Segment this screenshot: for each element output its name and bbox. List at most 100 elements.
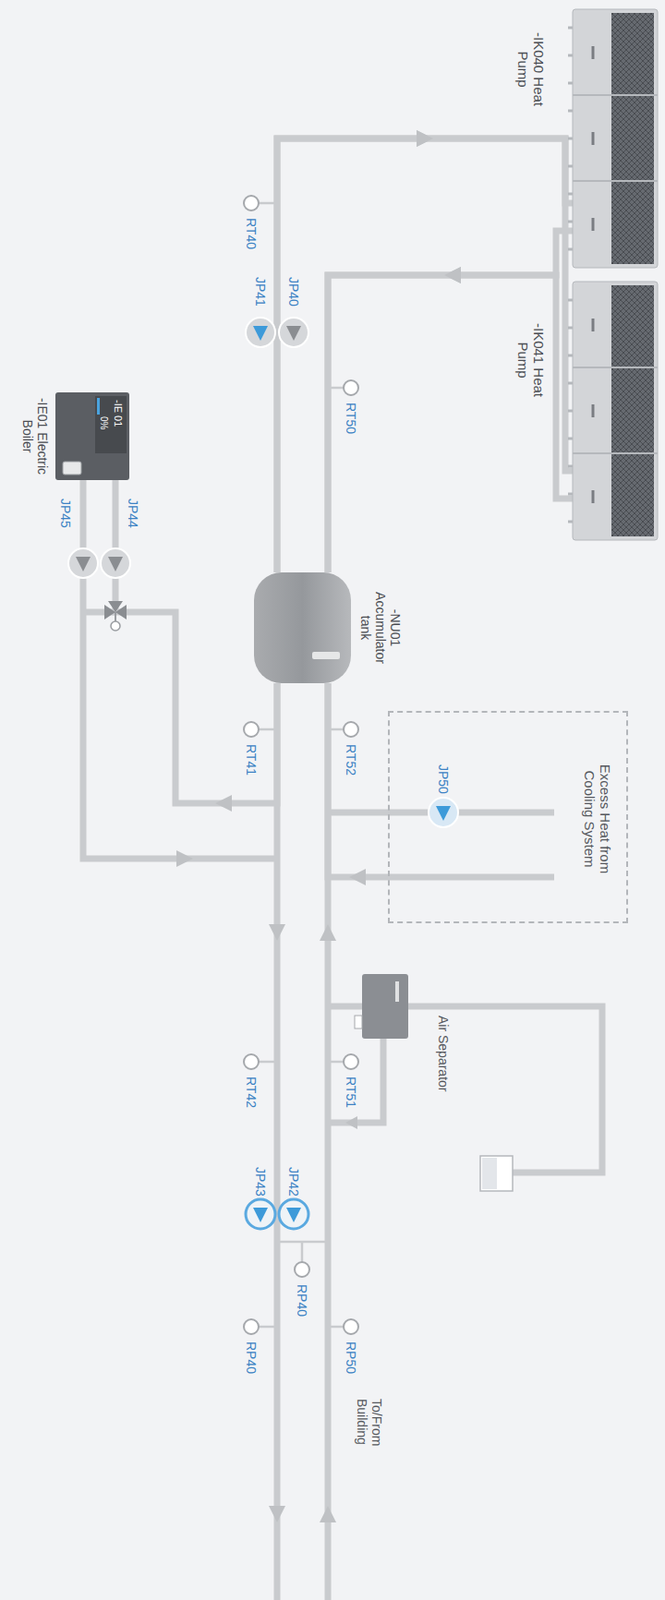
air-separator: Air Separator — [362, 974, 409, 1040]
boiler-bar — [96, 398, 100, 415]
valve-line — [114, 612, 117, 622]
node-label: -IE 01 — [111, 399, 124, 427]
electric-boiler: -IE 010%-IE01 Electric Boiler — [55, 392, 130, 481]
flow-arrow — [215, 795, 232, 812]
tag-label: JP42 — [286, 1167, 302, 1197]
pipe — [274, 683, 281, 1600]
pipe-connector — [277, 138, 573, 573]
heat-pump-stub — [568, 382, 573, 386]
heat-pump-stub — [568, 220, 573, 224]
temperature-sensor — [343, 1054, 359, 1070]
node-label: Air Separator — [435, 1015, 451, 1092]
boiler-switch — [62, 461, 82, 475]
flow-arrow — [319, 924, 337, 942]
heat-pump-unit — [572, 9, 658, 268]
tag-label: RT50 — [343, 402, 359, 435]
pipe-connector — [327, 683, 388, 878]
heat-pump-stub — [568, 26, 573, 30]
pipe-connector-group — [327, 266, 573, 573]
pipe-connector-group — [277, 130, 573, 573]
pipe-connector — [277, 138, 573, 573]
temperature-sensor — [343, 1319, 359, 1335]
temperature-sensor — [243, 722, 259, 738]
flow-arrow — [444, 266, 461, 284]
temperature-sensor — [243, 195, 259, 211]
heat-pump: -IK040 Heat Pump — [572, 9, 658, 268]
pipe-connector-group — [115, 480, 278, 812]
three-way-valve — [104, 601, 127, 631]
pump-symbol — [245, 317, 276, 348]
vessel-body — [480, 1156, 513, 1192]
heat-pump-stub — [568, 437, 573, 441]
electric-boiler — [55, 392, 130, 481]
flow-arrow — [349, 869, 366, 886]
heat-pump-stub — [568, 109, 573, 113]
accumulator-tank — [253, 572, 351, 684]
pipe-connector — [327, 275, 573, 573]
heat-pump-divider — [572, 367, 658, 454]
node-label: -NU01 Accumulator tank — [358, 583, 403, 673]
node-label: -IK041 Heat Pump — [515, 314, 548, 407]
tag-label: RP40 — [294, 1284, 310, 1318]
pump-symbol — [278, 317, 309, 348]
expansion-vessel — [480, 1156, 513, 1192]
node-label: 0% — [98, 416, 110, 430]
heat-pump-stub — [568, 193, 573, 196]
valve-actuator — [110, 621, 121, 631]
temperature-sensor — [243, 195, 359, 1335]
pump-symbol — [278, 317, 309, 348]
pipe — [327, 1039, 384, 1124]
flow-arrow — [268, 924, 286, 942]
tag-label: RT42 — [243, 1076, 259, 1109]
pump-symbol — [108, 556, 123, 572]
pump-symbol — [245, 1199, 276, 1230]
flow-arrow — [416, 130, 434, 147]
pipe — [83, 480, 278, 859]
temperature-sensor — [294, 1262, 310, 1278]
pump-symbol — [245, 1199, 276, 1230]
heat-pump-stub — [568, 520, 573, 524]
pump-symbol — [100, 548, 131, 579]
tag-label: JP45 — [58, 498, 73, 529]
heat-pump-stub — [568, 137, 573, 141]
heat-pump-mark — [592, 46, 595, 231]
pump-symbol — [435, 806, 451, 822]
pump-symbol — [286, 326, 302, 341]
excess-heat-region: Excess Heat from Cooling System — [387, 711, 629, 924]
heat-pump-stub — [568, 493, 573, 496]
pipe-connector — [115, 480, 278, 804]
tag-label: RT51 — [343, 1076, 359, 1109]
pump-symbol — [253, 326, 268, 341]
temperature-sensor — [343, 722, 359, 738]
heat-pump-mark — [592, 318, 595, 504]
pump-symbol — [68, 548, 98, 579]
heat-pump-divider — [572, 95, 658, 182]
flow-arrow — [444, 266, 461, 284]
tank-body — [253, 572, 351, 684]
heat-pump-stub — [568, 165, 573, 169]
heat-pump-unit — [572, 281, 658, 541]
tank-highlight — [312, 652, 340, 660]
pump-symbol — [428, 798, 459, 828]
heat-pump-grille — [611, 285, 654, 537]
pump-symbol — [75, 556, 91, 572]
temperature-sensor — [243, 1054, 259, 1070]
separator-body — [362, 974, 409, 1040]
node-label: -IK040 Heat Pump — [515, 23, 548, 116]
heat-pump-stub — [568, 299, 573, 303]
heat-pump-stub — [568, 27, 573, 522]
pipe-connector — [327, 230, 573, 573]
tag-label: RP50 — [343, 1342, 359, 1375]
tag-label: RT40 — [243, 217, 259, 250]
vessel-water — [482, 1158, 497, 1190]
accumulator-tank: -NU01 Accumulator tank — [253, 572, 351, 684]
destination-label: To/From Building — [354, 1399, 385, 1466]
heat-pump-body — [572, 281, 658, 541]
tag-label: RT52 — [343, 744, 359, 776]
air-separator — [354, 974, 409, 1040]
pump-symbol — [278, 1199, 309, 1230]
tag-label: JP43 — [253, 1167, 268, 1197]
